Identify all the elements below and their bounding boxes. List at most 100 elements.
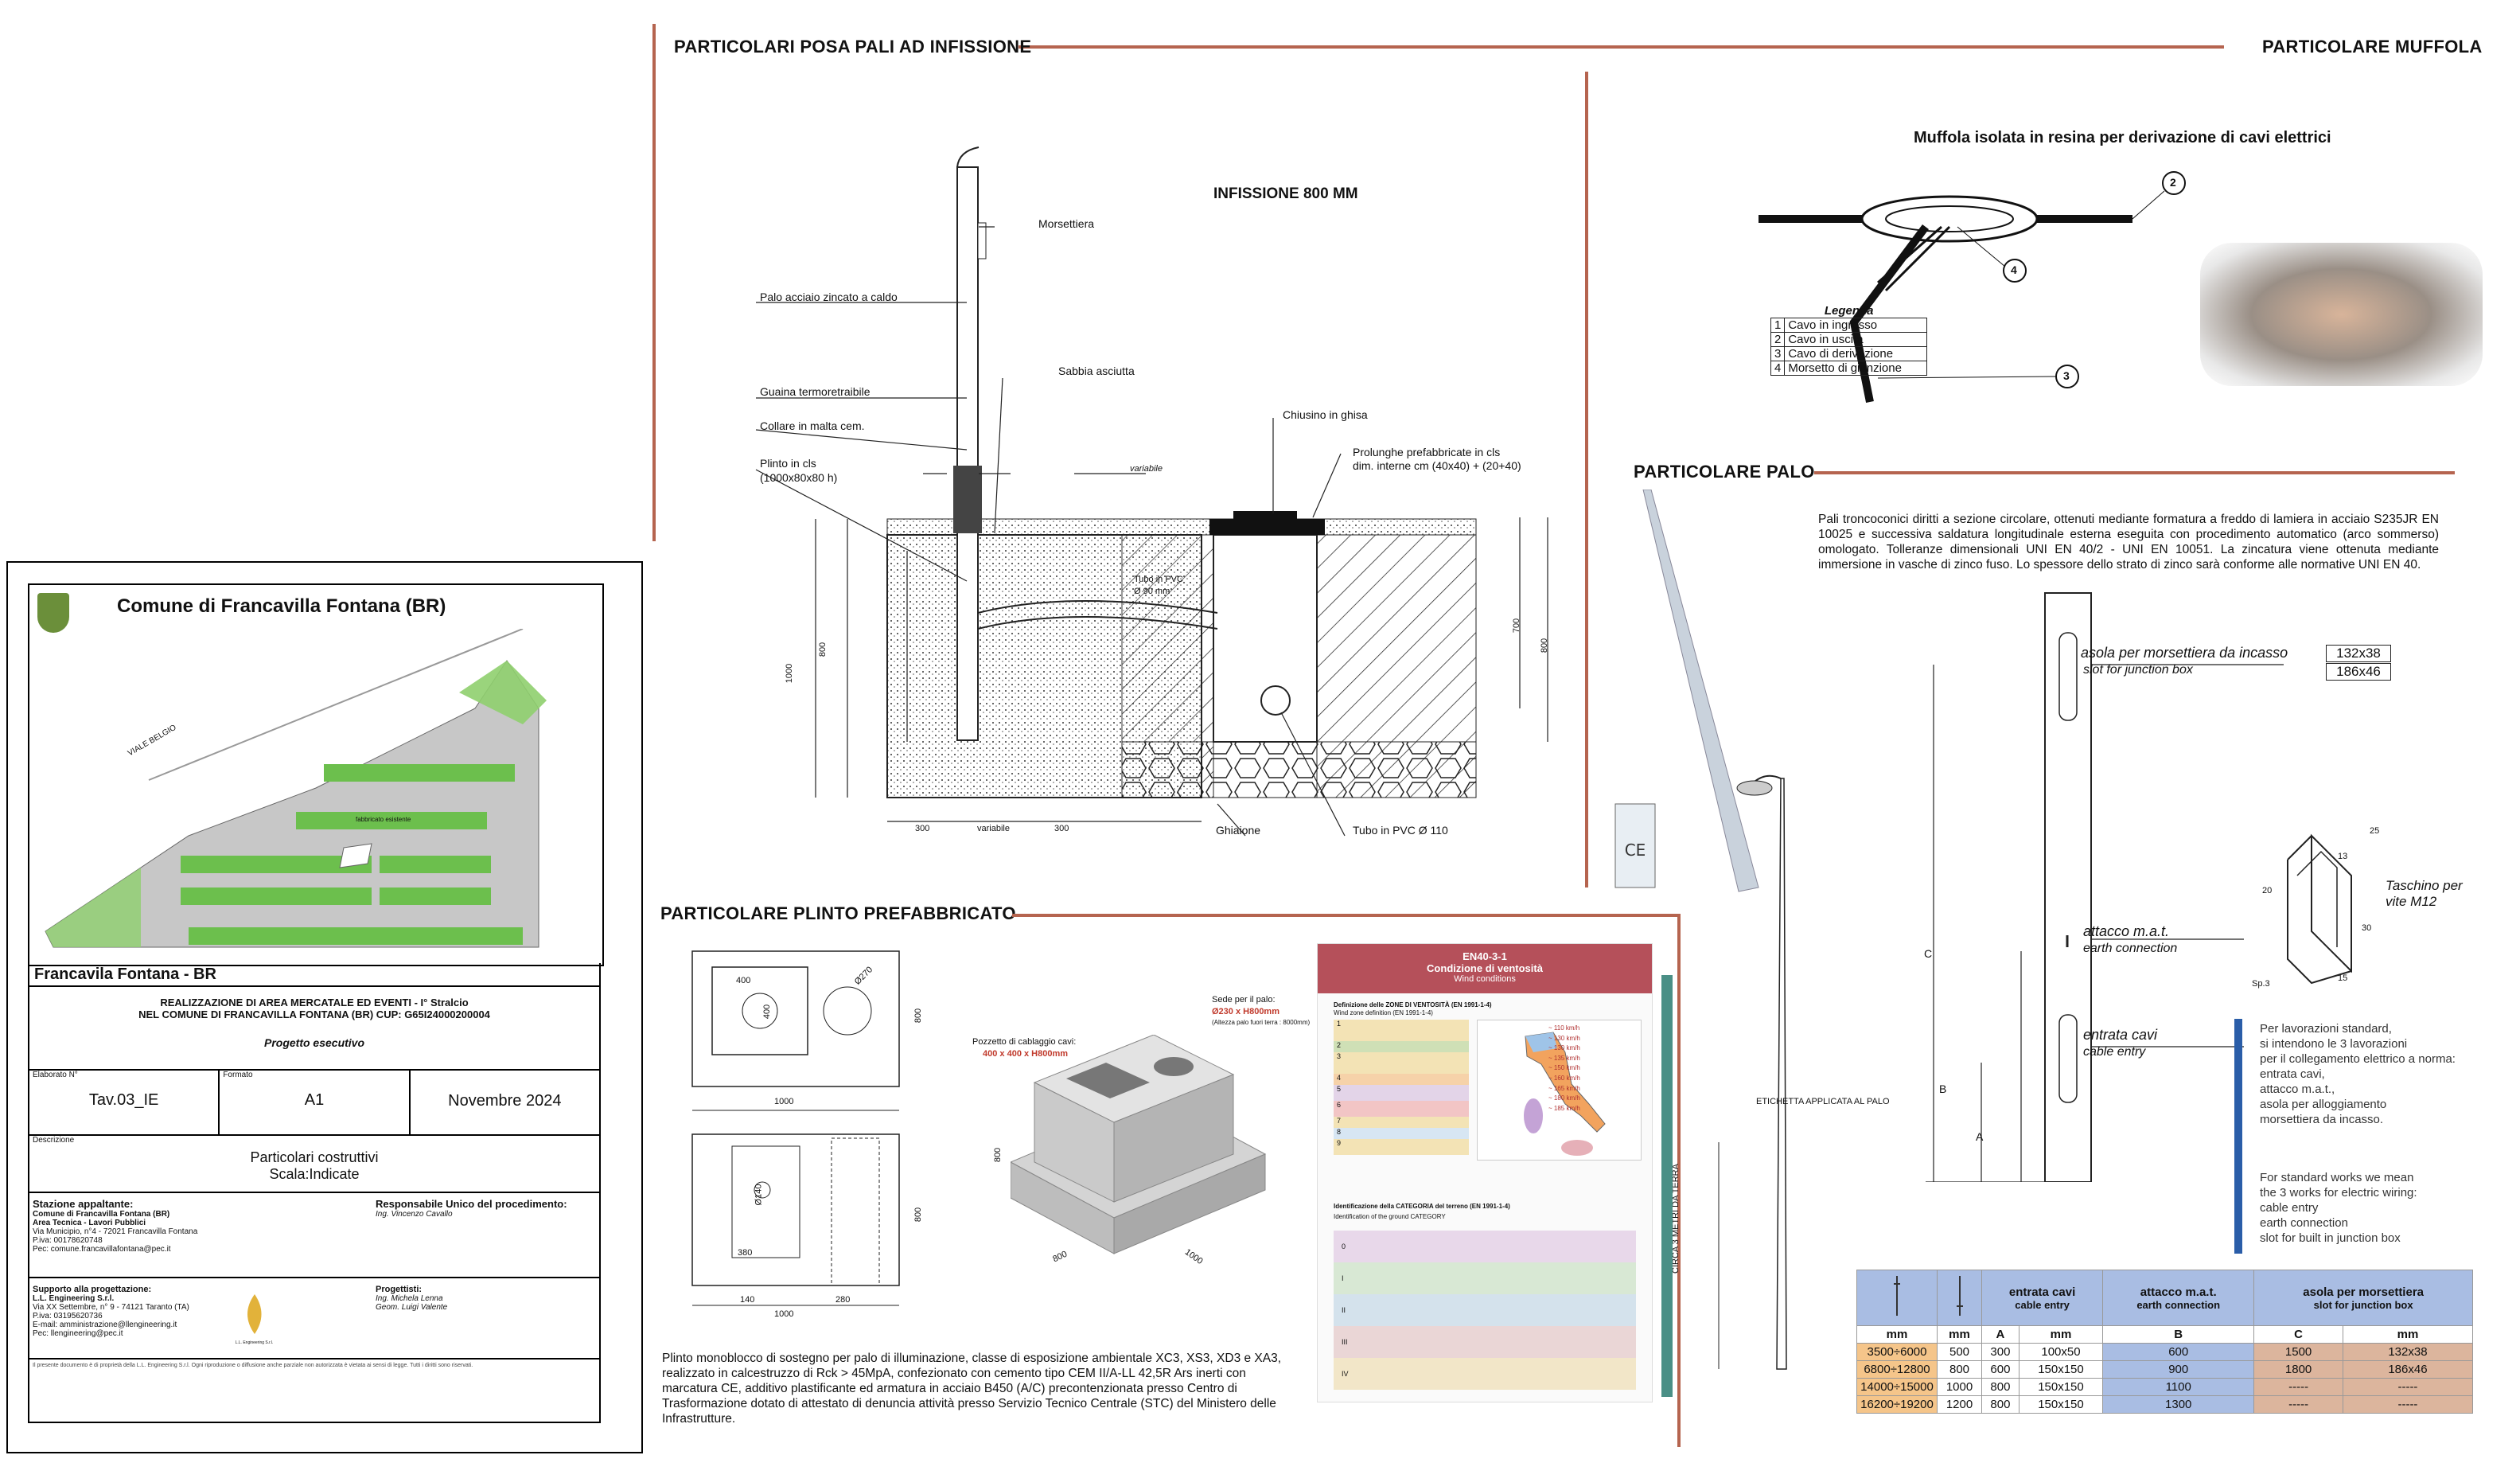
tasc-25: 25 — [2370, 826, 2380, 836]
speed-3: ~ 130 km/h — [1548, 1044, 1580, 1052]
cell: 900 — [2102, 1360, 2255, 1379]
sub-0: mm — [1856, 1325, 1938, 1344]
plinto-d140b: 140 — [740, 1295, 755, 1305]
lbl-prolunghe-dim: dim. interne cm (40x40) + (20+40) — [1353, 459, 1521, 472]
plinto-d800b: 800 — [913, 1207, 924, 1223]
sede-dim: Ø230 x H800mm — [1212, 1007, 1279, 1016]
cat-1: I — [1334, 1262, 1636, 1294]
site-map — [45, 629, 547, 948]
dim-1000: 1000 — [785, 663, 795, 684]
elab-value: Tav.03_IE — [88, 1091, 159, 1109]
speed-4: ~ 135 km/h — [1548, 1054, 1580, 1062]
cell: 1200 — [1937, 1395, 1982, 1414]
stazione: Stazione appaltante: Comune di Francavil… — [33, 1198, 197, 1254]
dim-800b: 800 — [1540, 638, 1550, 653]
zone-8: 8 — [1334, 1128, 1469, 1139]
stazione-3: Via Municipio, n°4 - 72021 Francavilla F… — [33, 1227, 198, 1236]
zone-2: 2 — [1334, 1041, 1469, 1052]
sub-2: A — [1981, 1325, 2020, 1344]
lbl-guaina: Guaina termoretraibile — [760, 385, 871, 398]
elab-label: Elaborato N° — [33, 1071, 78, 1079]
note-it-5: asola per alloggiamento — [2260, 1098, 2387, 1111]
note-en-1: the 3 works for electric wiring: — [2260, 1186, 2417, 1200]
location: Francavila Fontana - BR — [28, 963, 601, 987]
note-bar — [2234, 1019, 2242, 1254]
supporto-3: P.iva: 03195620736 — [33, 1312, 103, 1321]
zone-1: 1 — [1334, 1020, 1469, 1041]
vento-zone-header: Definizione delle ZONE DI VENTOSITÀ (EN … — [1334, 1001, 1492, 1008]
palo-description: Pali troncoconici diritti a sezione circ… — [1818, 513, 2439, 572]
legend-l3: Cavo di derivazione — [1784, 346, 1928, 361]
lbl-sabbia: Sabbia asciutta — [1058, 365, 1135, 377]
th-pole1 — [1856, 1270, 1938, 1326]
cell: 150x150 — [2018, 1360, 2104, 1379]
sub-3: mm — [2018, 1325, 2104, 1344]
supporto-2: Via XX Settembre, n° 9 - 74121 Taranto (… — [33, 1303, 189, 1312]
attacco-it: attacco m.a.t. — [2083, 923, 2170, 939]
dim-300a: 300 — [915, 824, 930, 833]
muffola-photo — [2200, 243, 2483, 386]
title-plinto: PARTICOLARE PLINTO PREFABBRICATO — [660, 903, 1016, 923]
note-it-0: Per lavorazioni standard, — [2260, 1022, 2392, 1036]
taschino-drawing — [2264, 828, 2383, 987]
speed-5: ~ 150 km/h — [1548, 1064, 1580, 1072]
pozzetto-dim: 400 x 400 x H800mm — [983, 1049, 1069, 1059]
cell: 6800÷12800 — [1856, 1360, 1938, 1379]
legend-n2: 2 — [1770, 332, 1786, 347]
plinto-d800a: 800 — [913, 1008, 924, 1024]
letter-c: C — [1924, 947, 1933, 960]
lbl-plinto: Plinto in cls — [760, 457, 816, 470]
cell: 300 — [1981, 1343, 2020, 1361]
stazione-5: Pec: comune.francavillafontana@pec.it — [33, 1245, 171, 1254]
logo-text: L.L. Engineering S.r.l. — [235, 1340, 274, 1345]
note-it: Per lavorazioni standard, si intendono l… — [2260, 1021, 2456, 1127]
cell: 150x150 — [2018, 1378, 2104, 1396]
entrata-it: entrata cavi — [2083, 1027, 2158, 1043]
speed-9: ~ 185 km/h — [1548, 1104, 1580, 1112]
footer-note: Il presente documento è di proprietà del… — [28, 1360, 601, 1423]
lbl-chiusino: Chiusino in ghisa — [1283, 408, 1368, 421]
th-entrata-en: cable entry — [2015, 1298, 2070, 1311]
scale-value: Scala:Indicate — [269, 1166, 360, 1182]
cell: 1500 — [2253, 1343, 2343, 1361]
cell: 800 — [1981, 1378, 2020, 1396]
sub-1: mm — [1937, 1325, 1982, 1344]
palo-detail — [1910, 585, 2339, 1183]
infissione-drawing — [660, 135, 1575, 868]
entrata-en: cable entry — [2083, 1045, 2146, 1059]
vento-header: EN40-3-1 Condizione di ventosità Wind co… — [1318, 944, 1652, 993]
muffola-heading: Muffola isolata in resina per derivazion… — [1914, 129, 2331, 146]
th-attacco-it: attacco m.a.t. — [2140, 1285, 2217, 1299]
svg-text:CE: CE — [1625, 841, 1646, 860]
speed-8: ~ 180 km/h — [1548, 1094, 1580, 1102]
cell: 14000÷15000 — [1856, 1378, 1938, 1396]
project-line-2: NEL COMUNE DI FRANCAVILLA FONTANA (BR) C… — [138, 1008, 490, 1020]
rup-title: Responsabile Unico del procedimento: — [376, 1198, 567, 1210]
project-line-1: REALIZZAZIONE DI AREA MERCATALE ED EVENT… — [160, 997, 469, 1008]
stazione-4: P.iva: 00178620748 — [33, 1236, 103, 1245]
cell: ----- — [2342, 1395, 2474, 1414]
stazione-box: Stazione appaltante: Comune di Francavil… — [28, 1193, 601, 1278]
vento-ground-en: Identification of the ground CATEGORY — [1334, 1213, 1446, 1220]
tasc-sp: Sp.3 — [2252, 979, 2270, 989]
lbl-morsettiera: Morsettiera — [1038, 217, 1095, 230]
cell: 100x50 — [2018, 1343, 2104, 1361]
plinto-d280: 280 — [835, 1295, 851, 1305]
cell: 150x150 — [2018, 1395, 2104, 1414]
vento-zone-header-en: Wind zone definition (EN 1991-1-4) — [1334, 1009, 1433, 1016]
lbl-variabile: variabile — [1130, 464, 1163, 474]
note-it-4: attacco m.a.t., — [2260, 1083, 2335, 1096]
taschino-label: Taschino per vite M12 — [2386, 878, 2463, 909]
cell: 186x46 — [2342, 1360, 2474, 1379]
vento-title: Condizione di ventosità — [1427, 962, 1543, 974]
plinto-d1000b: 1000 — [774, 1309, 794, 1319]
lbl-tubo90: Tubo in PVC — [1134, 575, 1183, 584]
plinto-d140: Ø140 — [754, 1184, 764, 1206]
speed-7: ~ 165 km/h — [1548, 1084, 1580, 1092]
map-frame: Comune di Francavilla Fontana (BR) VIALE… — [28, 583, 604, 966]
